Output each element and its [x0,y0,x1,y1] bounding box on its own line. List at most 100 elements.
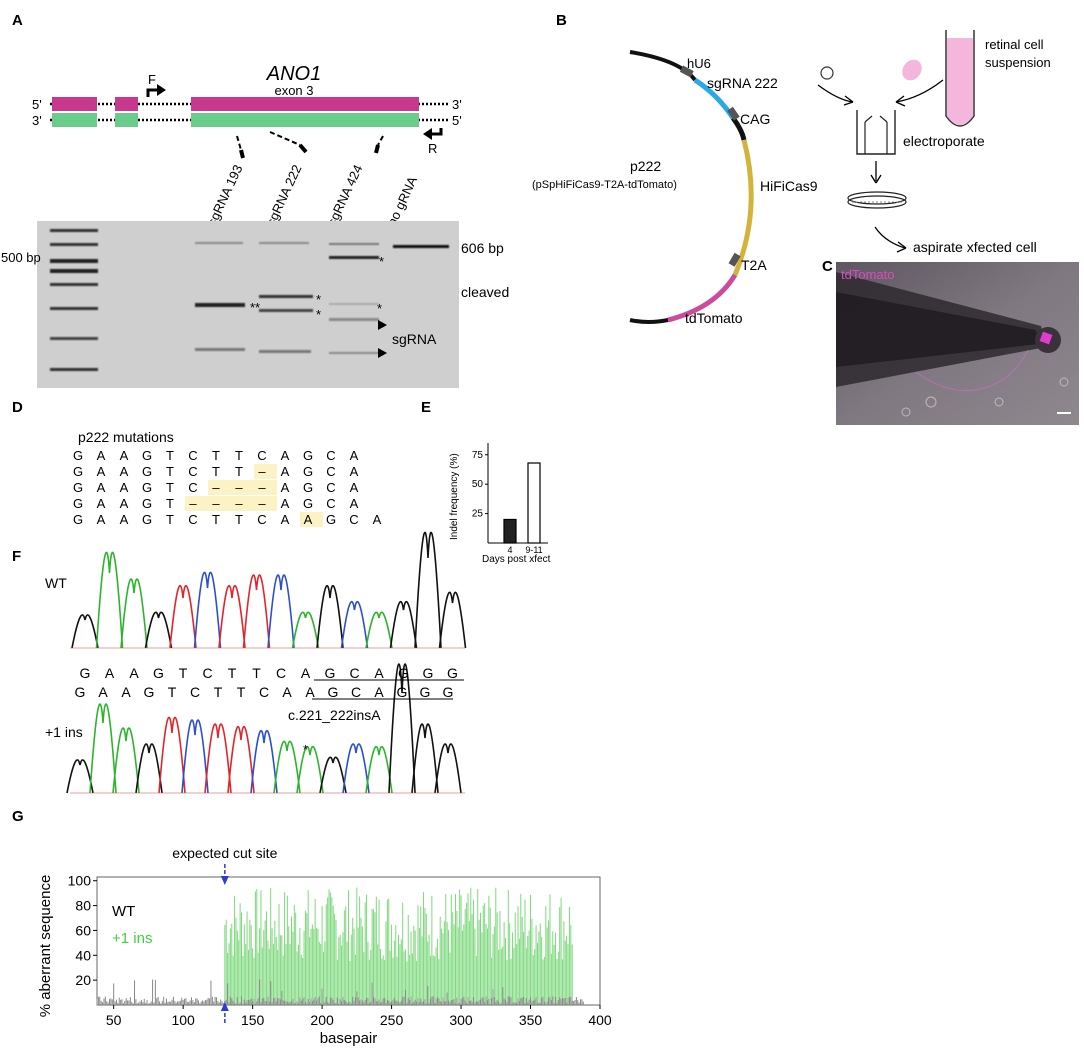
base-letter: G [303,464,313,479]
cag-label: CAG [740,111,770,127]
chromatogram-peak [218,585,246,649]
wt-base: C [202,665,212,681]
base-letter: A [281,464,290,479]
chromatogram-peak [296,745,324,794]
x-axis-label: Days post xfect [482,554,551,565]
base-letter: G [142,512,152,527]
base-letter: A [97,464,106,479]
ins-base: G [420,684,431,700]
base-letter: A [373,512,382,527]
base-letter: G [326,512,336,527]
reverse-primer-arrow [429,128,443,136]
base-letter: – [258,480,266,495]
base-letter: C [326,464,335,479]
x-tick-label: 50 [106,1012,122,1028]
band-606bp-label: 606 bp [461,240,504,256]
base-letter: T [212,448,220,463]
wt-base: T [252,665,261,681]
ladder-band [50,307,98,310]
base-letter: G [73,464,83,479]
chromatogram-peak [112,727,140,794]
base-letter: C [188,464,197,479]
base-letter: G [73,496,83,511]
panel-e-letter: E [421,399,432,416]
base-letter: – [258,496,266,511]
base-letter: G [73,512,83,527]
y-tick-label: 75 [472,450,484,461]
gel-band [195,242,243,244]
chromatogram-peak [158,716,186,794]
base-letter: A [97,512,106,527]
chromatogram-peak [169,585,197,649]
panel-b-letter: B [556,12,567,29]
star-mark: * [316,307,321,322]
chromatogram-peak [193,571,222,649]
t2a-label: T2A [741,257,767,273]
chromatogram-peak [181,719,209,794]
ins-base: A [374,684,384,700]
base-letter: G [303,480,313,495]
chromatogram-peak [434,743,462,794]
aspirate-label: aspirate xfected cell [913,239,1037,255]
gel-band [195,348,245,351]
ins-base: A [305,684,315,700]
base-letter: A [97,496,106,511]
base-letter: G [73,480,83,495]
star-mark: * [316,292,321,307]
star-mark: * [377,301,382,316]
chromatogram-peak [291,611,320,649]
base-letter: T [212,464,220,479]
base-letter: A [120,496,129,511]
chromatogram-peak [267,574,295,649]
exon-block [115,113,138,127]
base-letter: – [212,496,220,511]
ins-base: C [351,684,361,700]
wt-base: G [447,665,458,681]
base-letter: T [235,464,243,479]
ladder-band [50,243,98,246]
ins-base: C [259,684,269,700]
panel-c-letter: C [822,258,833,275]
y-axis-label: % aberrant sequence [37,875,54,1018]
base-letter: A [350,464,359,479]
gel-band [259,309,313,312]
base-letter: G [142,464,152,479]
base-letter: A [97,448,106,463]
base-letter: – [235,496,243,511]
base-letter: C [188,448,197,463]
chromatogram-peak [273,740,301,794]
chromatogram-peak [144,611,173,649]
lane-label: sgRNA 424 [324,162,365,228]
tdtomato-label: tdTomato [685,310,743,326]
cuvette-icon [856,110,896,155]
base-letter: A [350,480,359,495]
primer-f-label: F [148,72,156,87]
star-mark: * [379,254,384,269]
base-letter: A [281,496,290,511]
ladder-band [50,368,98,371]
indel-highlight [300,512,323,527]
indel-bar [503,518,517,544]
base-letter: T [235,512,243,527]
chromatogram-peak [438,591,467,649]
gel-band [329,256,379,259]
base-letter: C [326,496,335,511]
ins-base: G [397,684,408,700]
primer-r-label: R [428,141,437,156]
indel-highlight [254,480,277,495]
tube-icon [945,30,975,127]
x-tick-label: 4 [507,545,512,555]
fluorescent-cell [1039,331,1053,345]
base-letter: A [281,448,290,463]
cut-arrow-up [220,1002,229,1011]
gel-band [259,242,309,244]
gene-title: ANO1 [266,63,321,85]
indel-bar [527,462,541,544]
insertion-star: * [303,742,308,757]
chromatogram-peak [227,726,255,794]
x-tick-label: 300 [449,1012,473,1028]
cleaved-label: cleaved [461,284,510,300]
base-letter: A [97,480,106,495]
